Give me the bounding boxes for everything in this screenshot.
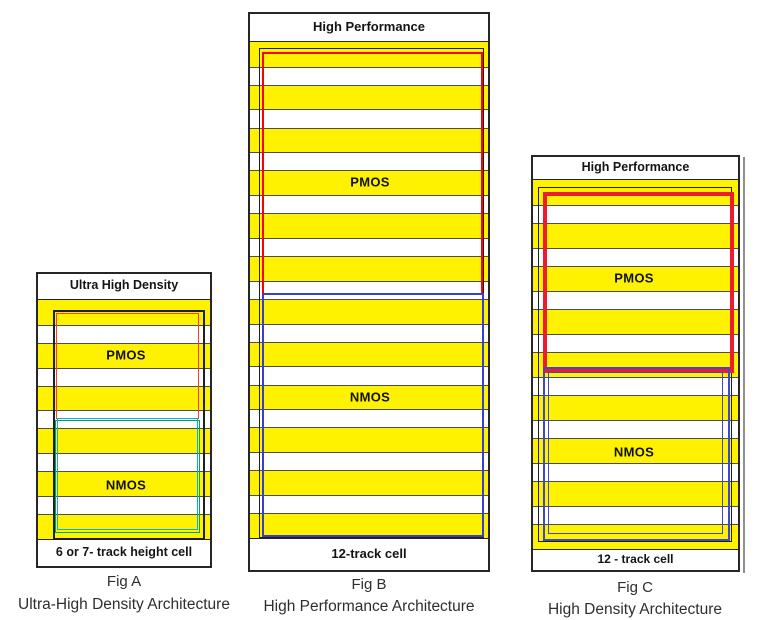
fig-a-header: Ultra High Density <box>38 274 210 300</box>
track-stripe-yellow <box>250 341 488 367</box>
fig-a-cell-box: Ultra High Density 6 or 7- track height … <box>36 272 212 568</box>
fig-c-track-body <box>533 180 738 549</box>
fig-a-footer: 6 or 7- track height cell <box>38 539 210 566</box>
fig-a-caption: Fig A <box>106 573 142 590</box>
track-stripe-yellow <box>533 395 738 420</box>
fig-a-subcaption: Ultra-High Density Architecture <box>18 596 230 613</box>
track-gap-white <box>533 333 738 353</box>
track-stripe-yellow <box>533 180 738 205</box>
track-gap-white <box>533 505 738 525</box>
track-gap-white <box>38 367 210 386</box>
track-gap-white <box>38 496 210 515</box>
track-stripe-yellow <box>250 170 488 196</box>
track-stripe-yellow <box>533 266 738 291</box>
track-gap-white <box>533 419 738 439</box>
track-stripe-yellow <box>250 384 488 410</box>
track-stripe-yellow <box>250 127 488 153</box>
track-stripe-yellow <box>533 223 738 248</box>
track-stripe-yellow <box>38 385 210 411</box>
track-stripe-yellow <box>533 438 738 463</box>
fig-b-caption: Fig B <box>351 576 387 593</box>
fig-b-footer: 12-track cell <box>250 538 488 570</box>
track-gap-white <box>533 247 738 267</box>
track-gap-white <box>533 462 738 482</box>
track-stripe-yellow <box>533 481 738 506</box>
fig-c-footer: 12 - track cell <box>533 549 738 570</box>
track-stripe-yellow <box>38 428 210 454</box>
track-gap-white <box>38 324 210 343</box>
track-gap-white <box>250 494 488 514</box>
track-stripe-yellow <box>250 470 488 495</box>
track-gap-white <box>250 452 488 471</box>
track-gap-white <box>250 323 488 342</box>
track-stripe-yellow <box>250 427 488 453</box>
track-gap-white <box>250 109 488 128</box>
fig-a-track-body <box>38 300 210 539</box>
track-gap-white <box>533 204 738 224</box>
fig-c-cell-box: High Performance 12 - track cell <box>531 155 740 572</box>
track-gap-white <box>250 366 488 385</box>
fig-c-subcaption: High Density Architecture <box>547 601 723 618</box>
track-stripe-yellow <box>250 84 488 110</box>
track-stripe-yellow <box>38 342 210 368</box>
track-stripe-yellow <box>250 213 488 238</box>
track-stripe-yellow <box>533 524 738 549</box>
track-gap-white <box>250 237 488 257</box>
track-gap-white <box>250 152 488 171</box>
fig-b-cell-box: High Performance 12-track cell <box>248 12 490 572</box>
fig-c-caption: Fig C <box>617 579 653 596</box>
track-gap-white <box>250 66 488 85</box>
track-stripe-yellow <box>533 352 738 377</box>
track-gap-white <box>38 453 210 472</box>
track-gap-white <box>250 195 488 214</box>
track-stripe-yellow <box>250 42 488 67</box>
track-gap-white <box>250 280 488 299</box>
track-gap-white <box>250 409 488 428</box>
fig-c-edge-line <box>743 157 745 573</box>
track-stripe-yellow <box>38 514 210 539</box>
track-stripe-yellow <box>250 298 488 324</box>
fig-c-header: High Performance <box>533 157 738 180</box>
track-gap-white <box>38 410 210 429</box>
track-stripe-yellow <box>38 471 210 497</box>
track-stripe-yellow <box>533 309 738 334</box>
fig-b-header: High Performance <box>250 14 488 42</box>
track-stripe-yellow <box>250 256 488 281</box>
track-stripe-yellow <box>38 300 210 325</box>
track-gap-white <box>533 376 738 396</box>
fig-b-track-body <box>250 42 488 538</box>
track-gap-white <box>533 290 738 310</box>
fig-b-subcaption: High Performance Architecture <box>263 598 475 615</box>
track-stripe-yellow <box>250 513 488 538</box>
